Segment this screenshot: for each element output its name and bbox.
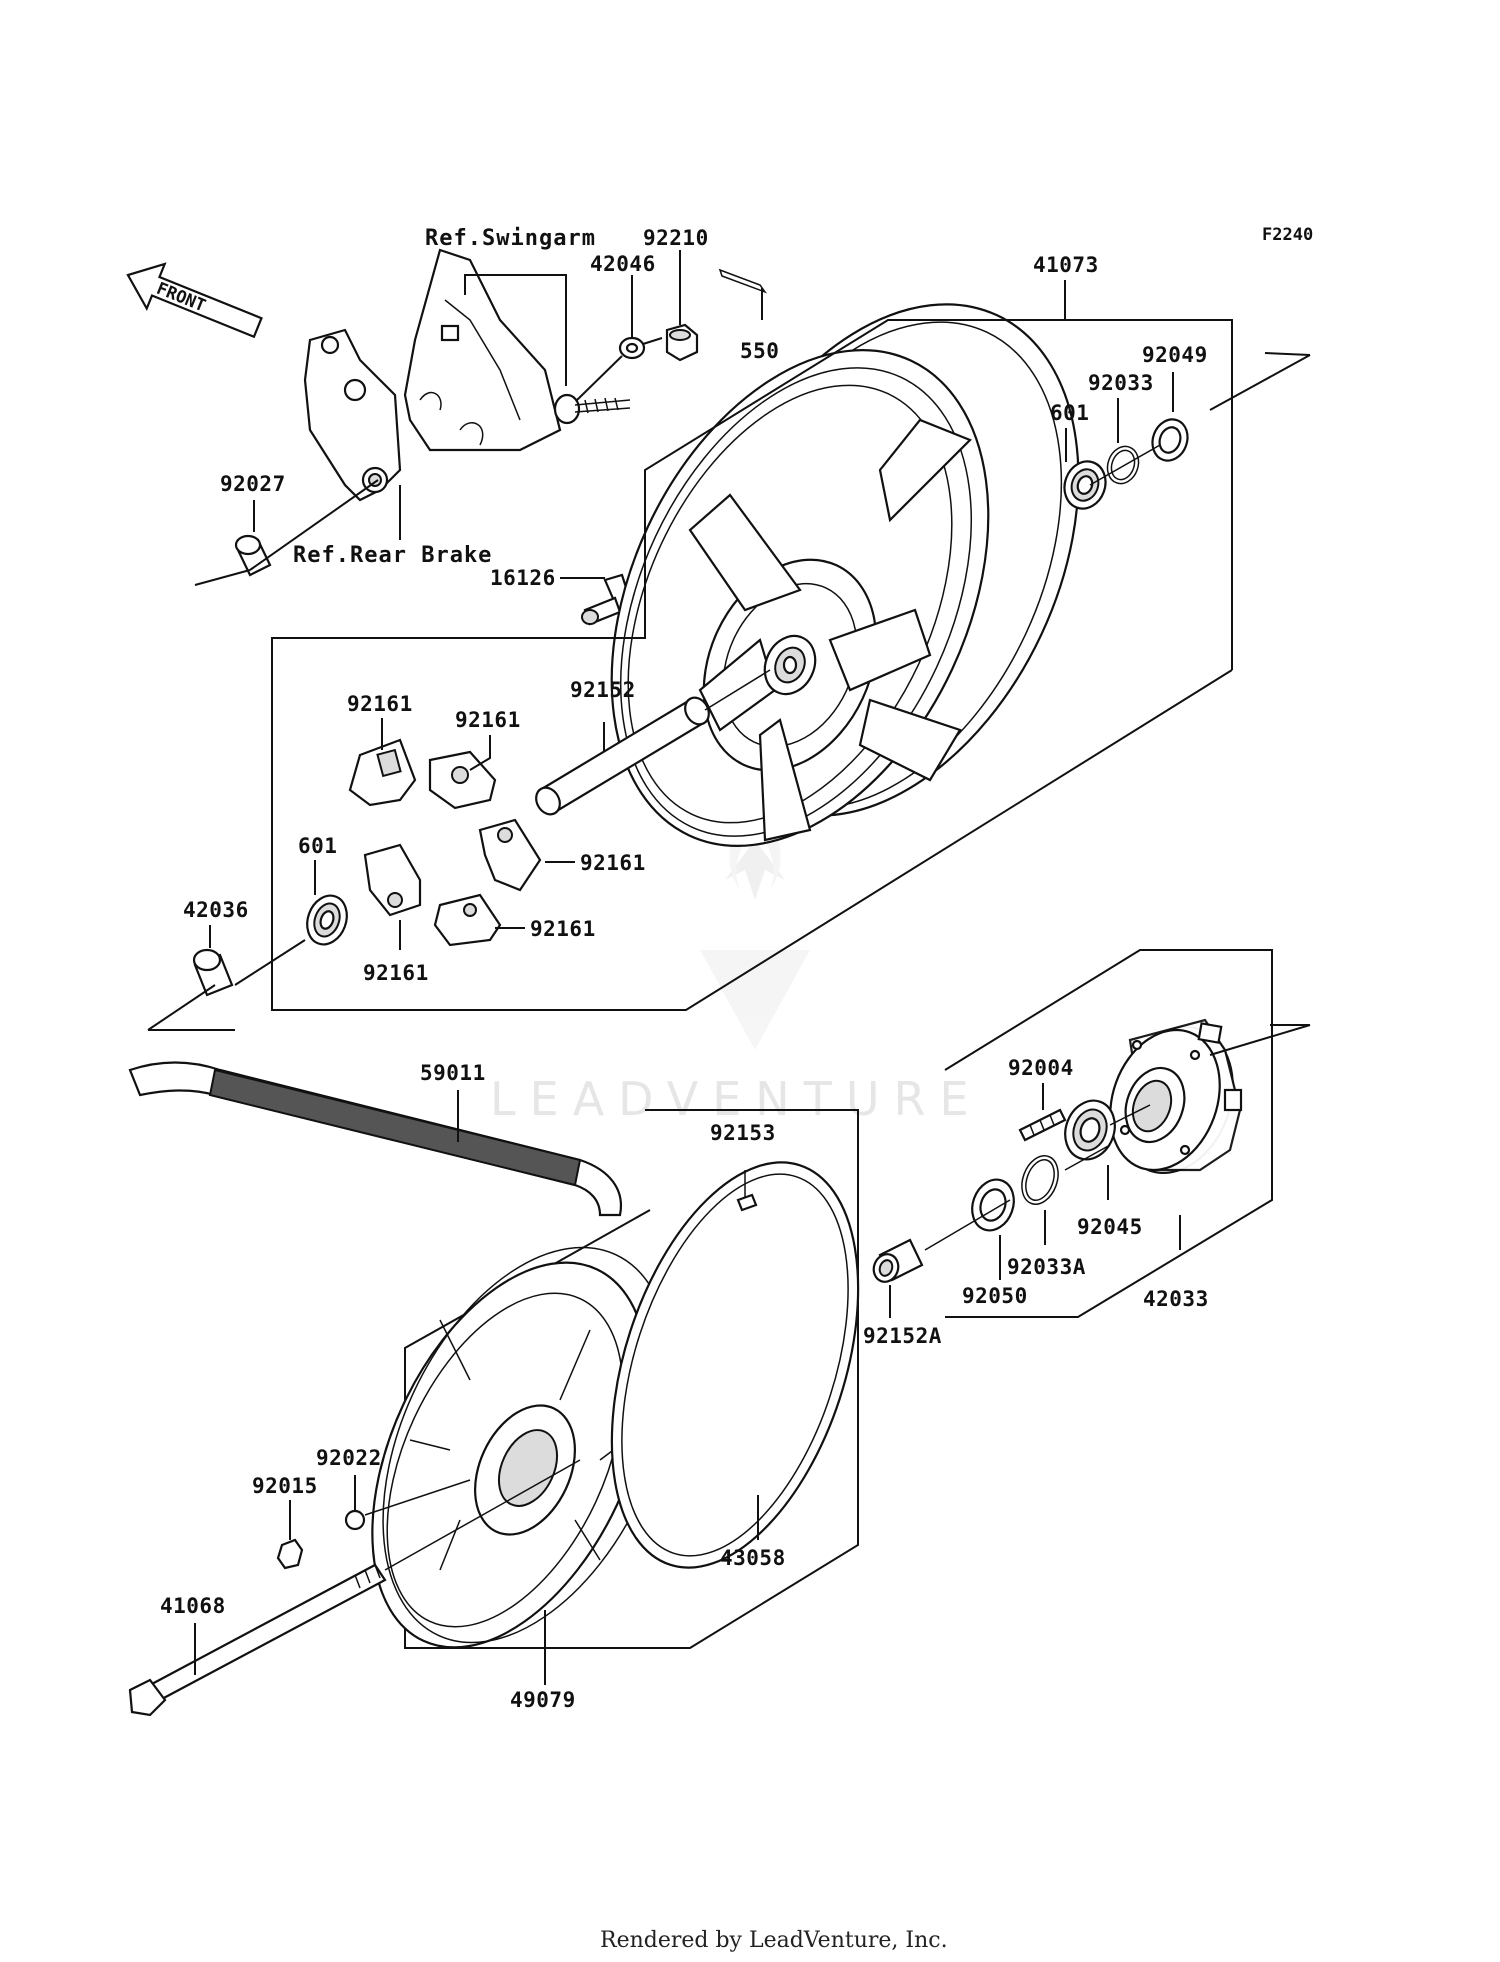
axle-spacer-92152 — [535, 696, 710, 816]
damper-rubber-92161-a — [348, 738, 417, 807]
label-601-top: 601 — [1050, 401, 1089, 425]
label-92210: 92210 — [643, 226, 709, 250]
brake-bracket — [303, 328, 402, 502]
label-43058: 43058 — [720, 1546, 786, 1570]
bearing-601-top — [1063, 460, 1107, 510]
nut-92015 — [276, 1538, 304, 1570]
oil-seal-92049 — [1151, 418, 1189, 462]
label-92161-d: 92161 — [363, 961, 429, 985]
bearing-601-bottom — [306, 894, 348, 946]
bolt-92153 — [736, 1170, 758, 1212]
cotter-pin-550 — [718, 268, 768, 294]
figure-code: F2240 — [1262, 225, 1313, 245]
label-601-bottom: 601 — [298, 834, 337, 858]
label-49079: 49079 — [510, 1688, 576, 1712]
label-92049: 92049 — [1142, 343, 1208, 367]
label-41073: 41073 — [1033, 253, 1099, 277]
label-92027: 92027 — [220, 472, 286, 496]
castle-nut-92210 — [665, 323, 699, 362]
damper-rubber-92161-e — [433, 893, 502, 947]
label-92161-b: 92161 — [455, 708, 521, 732]
label-92004: 92004 — [1008, 1056, 1074, 1080]
damper-rubber-92161-d — [363, 843, 422, 917]
label-92022: 92022 — [316, 1446, 382, 1470]
label-92161-e: 92161 — [530, 917, 596, 941]
label-92161-a: 92161 — [347, 692, 413, 716]
oil-seal-92050 — [971, 1178, 1015, 1232]
label-92015: 92015 — [252, 1474, 318, 1498]
label-92161-c: 92161 — [580, 851, 646, 875]
spacer-92152A — [872, 1238, 924, 1283]
label-41068: 41068 — [160, 1594, 226, 1618]
collar-92027 — [234, 534, 272, 577]
label-16126: 16126 — [490, 566, 556, 590]
label-42036: 42036 — [183, 898, 249, 922]
axle-41068 — [128, 1563, 387, 1717]
damper-rubber-92161-b — [428, 750, 497, 810]
label-92033: 92033 — [1088, 371, 1154, 395]
footer-credit: Rendered by LeadVenture, Inc. — [600, 1928, 948, 1953]
watermark-text: LEADVENTURE — [490, 1072, 983, 1126]
chain-adjuster-bolt — [553, 393, 631, 425]
label-42033: 42033 — [1143, 1287, 1209, 1311]
front-arrow-icon: FRONT — [126, 262, 263, 339]
plate-43058 — [610, 1161, 860, 1569]
coupling-hub-42033 — [1109, 1018, 1243, 1175]
circlip-92033A — [1021, 1155, 1059, 1205]
label-92152A: 92152A — [863, 1324, 942, 1348]
label-92050: 92050 — [962, 1284, 1028, 1308]
label-92033A: 92033A — [1007, 1255, 1086, 1279]
label-92045: 92045 — [1077, 1215, 1143, 1239]
label-92152: 92152 — [570, 678, 636, 702]
collar-42036 — [192, 948, 234, 997]
swingarm-end — [403, 248, 562, 452]
washer-92022 — [344, 1509, 366, 1531]
washer-42046 — [618, 336, 646, 360]
bearing-92045 — [1064, 1099, 1116, 1161]
front-arrow-label: FRONT — [153, 279, 208, 317]
sprocket-49079 — [371, 1246, 672, 1649]
label-92153: 92153 — [710, 1121, 776, 1145]
ref-swingarm-label: Ref.Swingarm — [425, 226, 596, 251]
label-59011: 59011 — [420, 1061, 486, 1085]
stud-92004 — [1018, 1108, 1067, 1142]
ref-rear-brake-label: Ref.Rear Brake — [293, 543, 492, 568]
label-550: 550 — [740, 339, 779, 363]
circlip-92033 — [1106, 445, 1140, 485]
label-42046: 42046 — [590, 252, 656, 276]
damper-rubber-92161-c — [478, 818, 542, 892]
